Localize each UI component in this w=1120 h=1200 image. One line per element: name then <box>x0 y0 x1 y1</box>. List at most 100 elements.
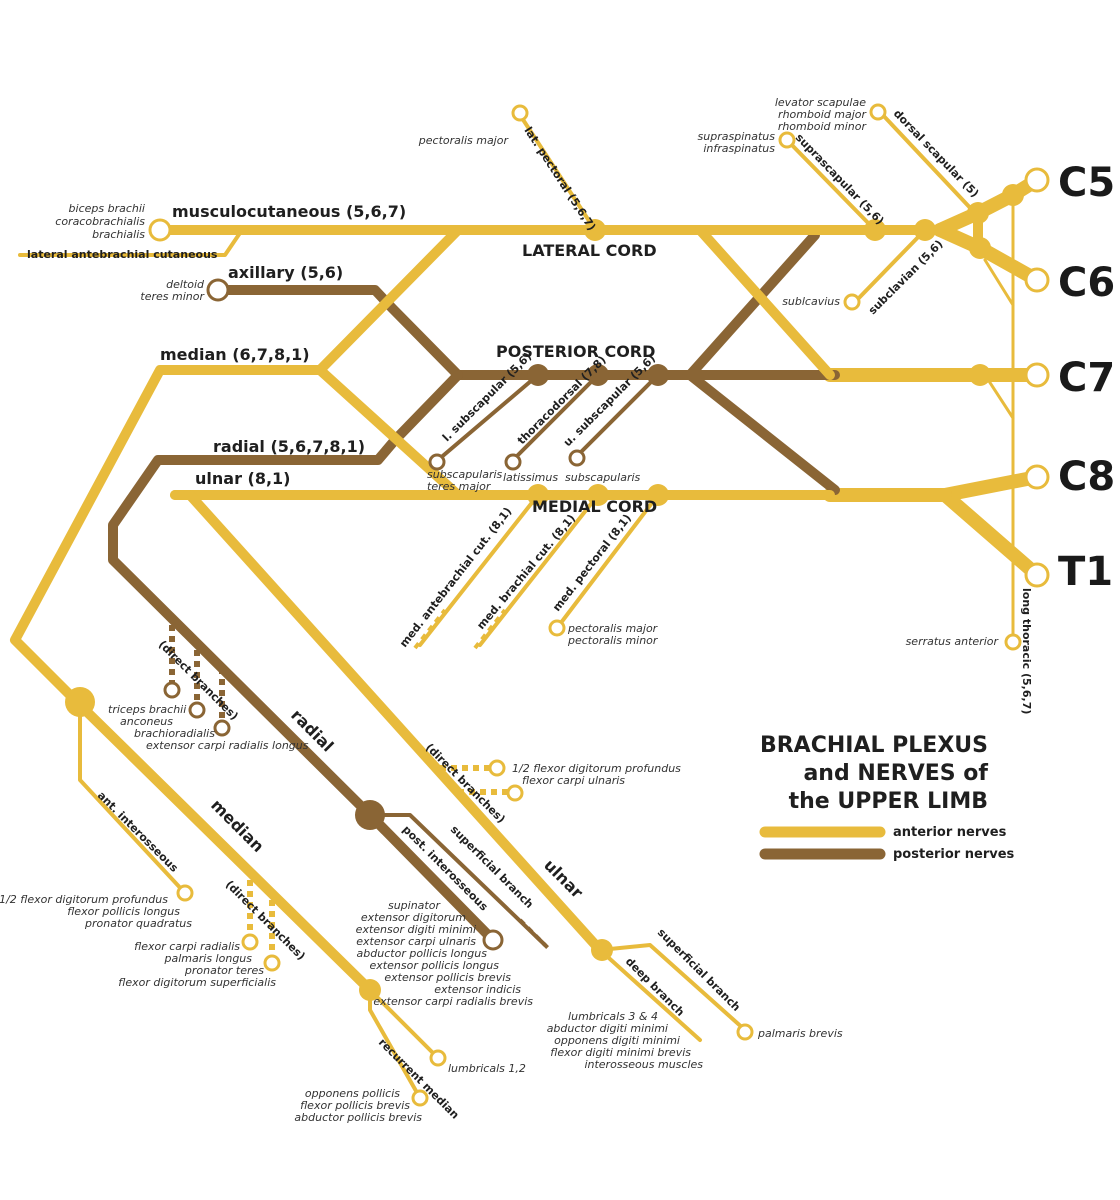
filled-dot-icon <box>355 800 385 830</box>
open-circle-icon <box>1024 267 1050 293</box>
muscle-label: pectoralis major <box>567 622 659 635</box>
medial-cord-label: MEDIAL CORD <box>532 497 657 516</box>
legend-posterior-label: posterior nerves <box>893 847 1015 862</box>
open-circle-icon <box>1004 633 1022 651</box>
lateral-cord-label: LATERAL CORD <box>522 241 657 260</box>
open-circle-icon <box>548 619 566 637</box>
medial-root-median <box>315 365 463 500</box>
c6-root <box>933 223 1044 287</box>
filled-dot-icon <box>527 364 549 386</box>
open-circle-icon <box>482 929 504 951</box>
filled-dot-icon <box>914 219 936 241</box>
open-circle-icon <box>869 103 887 121</box>
filled-dot-icon <box>527 484 549 506</box>
subclavian-line <box>853 228 927 304</box>
lateral-root-median <box>315 225 463 375</box>
open-circle-icon <box>411 1089 429 1107</box>
long-thoracic-tick-c6 <box>983 258 1015 307</box>
lumbricals-branch <box>368 988 440 1060</box>
muscle-label: subscapularis <box>565 471 641 484</box>
anterior-lines <box>10 110 977 1100</box>
open-circle-icon <box>488 759 506 777</box>
open-circle-icon <box>429 1049 447 1067</box>
subscapular-branches <box>436 373 540 462</box>
filled-dot-icon <box>864 219 886 241</box>
c8-root <box>938 470 1044 502</box>
muscle-label: biceps brachii <box>69 202 145 215</box>
muscle-label: extensor indicis <box>434 983 521 996</box>
musculocutaneous-label: musculocutaneous (5,6,7) <box>172 202 406 221</box>
muscle-label: flexor digitorum superficialis <box>118 976 276 989</box>
muscle-label: abductor digiti minimi <box>547 1022 668 1035</box>
open-circle-icon <box>163 681 181 699</box>
filled-dot-icon <box>359 979 381 1001</box>
muscle-label: pronator quadratus <box>84 917 192 930</box>
suprascapular-line <box>785 138 877 232</box>
muscle-label: extensor carpi radialis brevis <box>373 995 533 1008</box>
open-circle-icon <box>778 131 796 149</box>
muscle-label: flexor carpi ulnaris <box>522 774 625 787</box>
open-circle-icon <box>1024 362 1050 388</box>
filled-dot-icon <box>969 364 991 386</box>
ant-interosseous-label: ant. interosseous <box>95 789 181 875</box>
muscle-label: extensor digitorum <box>361 911 466 924</box>
title-line-2: and NERVES of <box>803 761 988 786</box>
ulnar-label: ulnar (8,1) <box>195 469 291 488</box>
legend: anterior nerves posterior nerves <box>759 825 1015 862</box>
filled-dot-icon <box>647 484 669 506</box>
muscle-label: flexor digiti minimi brevis <box>550 1046 691 1059</box>
axillary-label: axillary (5,6) <box>228 263 343 282</box>
muscle-label: pronator teres <box>184 964 264 977</box>
med-brachial-line <box>478 493 600 647</box>
muscle-label: supraspinatus <box>698 130 776 143</box>
muscle-label: extensor carpi ulnaris <box>356 935 476 948</box>
ant-interosseous-line <box>78 703 187 895</box>
muscle-label: infraspinatus <box>703 142 775 155</box>
muscle-label: teres minor <box>140 290 205 303</box>
open-circle-icon <box>176 884 194 902</box>
filled-dot-icon <box>587 484 609 506</box>
dorsal-scapular-label: dorsal scapular (5) <box>891 107 981 200</box>
muscle-label: flexor pollicis brevis <box>300 1099 410 1112</box>
title-block: BRACHIAL PLEXUS and NERVES of the UPPER … <box>760 733 988 814</box>
muscle-label: 1/2 flexor digitorum profundus <box>512 762 681 775</box>
muscle-label: interosseous muscles <box>584 1058 703 1071</box>
lat-pectoral-line <box>518 113 597 232</box>
dorsal-scapular-line <box>878 110 977 215</box>
posterior-division-lower <box>685 370 840 495</box>
suprascapular-label: suprascapular (5,6) <box>793 131 887 227</box>
root-trunks <box>823 173 1044 642</box>
muscle-label: triceps brachii <box>108 703 186 716</box>
muscle-label: brachialis <box>92 228 145 241</box>
open-circle-icon <box>504 453 522 471</box>
open-circle-icon <box>568 449 586 467</box>
long-thoracic-tick-c7 <box>983 373 1015 420</box>
muscle-label: anconeus <box>120 715 173 728</box>
muscle-label: palmaris brevis <box>757 1027 843 1040</box>
muscle-label: extensor carpi radialis longus <box>146 739 309 752</box>
direct-branches-ulnar-label: (direct branches) <box>423 741 508 826</box>
filled-dot-icon <box>587 364 609 386</box>
open-circle-icon <box>206 278 230 302</box>
root-label-c5: C5 <box>1058 160 1115 206</box>
long-thoracic-label: long thoracic (5,6,7) <box>1020 588 1033 714</box>
ulnar-nerve-line <box>170 490 605 955</box>
t1-root <box>938 488 1044 582</box>
legend-anterior-label: anterior nerves <box>893 825 1007 840</box>
muscle-label: extensor pollicis brevis <box>384 971 511 984</box>
title-line-1: BRACHIAL PLEXUS <box>760 733 988 758</box>
open-circle-icon <box>506 784 524 802</box>
thoracodorsal-label: thoracodorsal (7,8) <box>515 353 609 447</box>
open-circle-icon <box>1024 167 1050 193</box>
muscle-label: supinator <box>388 899 441 912</box>
med-pectoral-line <box>555 493 660 630</box>
median-lower-label: median <box>207 795 268 856</box>
muscle-label: serratus anterior <box>906 635 1000 648</box>
muscle-label: latissimus <box>503 471 558 484</box>
lateral-division-c7 <box>695 225 835 380</box>
posterior-cord-label: POSTERIOR CORD <box>496 342 655 361</box>
muscle-label: brachioradialis <box>134 727 215 740</box>
med-antebrachial-line <box>418 493 540 647</box>
muscle-label: palmaris longus <box>164 952 253 965</box>
